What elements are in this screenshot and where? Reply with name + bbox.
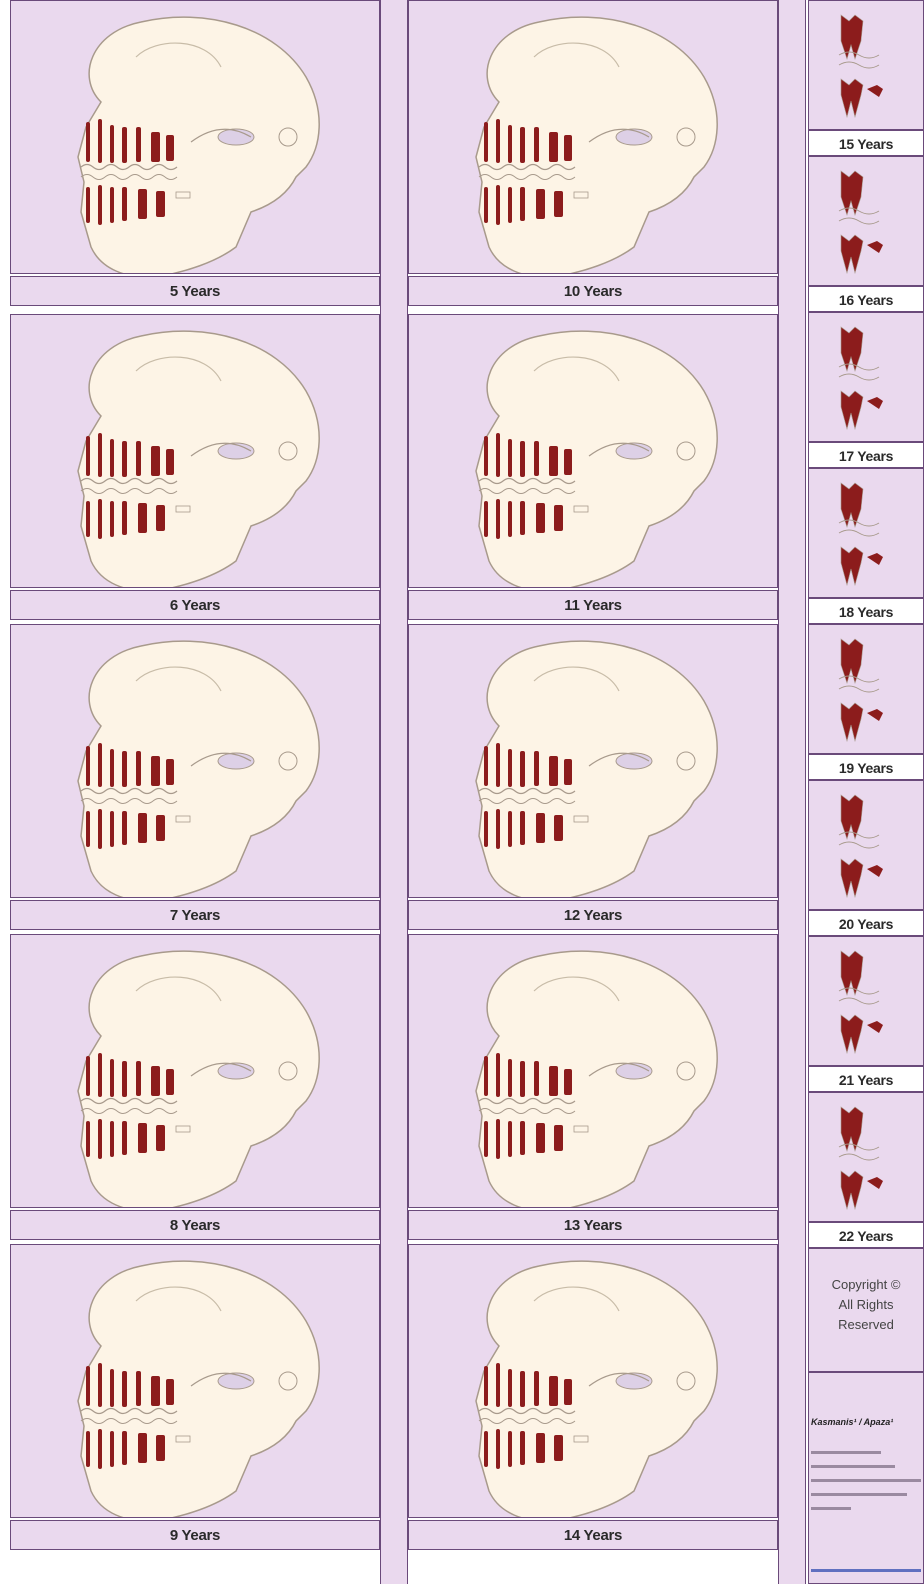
age-label: 15 Years <box>808 130 924 156</box>
tooth-diagram <box>808 312 924 442</box>
tooth-diagram <box>808 780 924 910</box>
credits-title: Kasmanis¹ / Apaza¹ <box>811 1417 893 1427</box>
age-label: 16 Years <box>808 286 924 312</box>
credits-panel: Kasmanis¹ / Apaza¹ <box>808 1372 924 1584</box>
skull-diagram <box>10 624 380 898</box>
copyright-line-3: Reserved <box>809 1315 923 1335</box>
age-label: 22 Years <box>808 1222 924 1248</box>
credits-affiliation-line <box>811 1465 895 1468</box>
age-label: 8 Years <box>10 1210 380 1240</box>
age-label: 18 Years <box>808 598 924 624</box>
skull-diagram <box>408 1244 778 1518</box>
skull-diagram <box>408 314 778 588</box>
tooth-diagram <box>808 156 924 286</box>
copyright-line-1: Copyright © <box>809 1275 923 1295</box>
column-divider <box>778 0 806 1584</box>
skull-diagram <box>10 934 380 1208</box>
age-label: 13 Years <box>408 1210 778 1240</box>
column-divider <box>380 0 408 1584</box>
copyright-line-2: All Rights <box>809 1295 923 1315</box>
age-label: 5 Years <box>10 276 380 306</box>
tooth-diagram <box>808 468 924 598</box>
skull-diagram <box>10 0 380 274</box>
age-label: 11 Years <box>408 590 778 620</box>
age-label: 17 Years <box>808 442 924 468</box>
tooth-diagram <box>808 0 924 130</box>
skull-diagram <box>10 314 380 588</box>
skull-diagram <box>10 1244 380 1518</box>
credits-affiliation-line <box>811 1493 907 1496</box>
age-label: 12 Years <box>408 900 778 930</box>
credits-affiliation-line <box>811 1507 851 1510</box>
credits-affiliation-line <box>811 1479 921 1482</box>
skull-diagram <box>408 934 778 1208</box>
tooth-diagram <box>808 624 924 754</box>
skull-diagram <box>408 0 778 274</box>
age-label: 21 Years <box>808 1066 924 1092</box>
skull-diagram <box>408 624 778 898</box>
credits-affiliation-line <box>811 1451 881 1454</box>
age-label: 20 Years <box>808 910 924 936</box>
age-label: 7 Years <box>10 900 380 930</box>
age-label: 14 Years <box>408 1520 778 1550</box>
copyright-notice: Copyright © All Rights Reserved <box>808 1248 924 1372</box>
credits-link[interactable] <box>811 1569 921 1572</box>
age-label: 6 Years <box>10 590 380 620</box>
age-label: 19 Years <box>808 754 924 780</box>
tooth-diagram <box>808 1092 924 1222</box>
age-label: 9 Years <box>10 1520 380 1550</box>
age-label: 10 Years <box>408 276 778 306</box>
tooth-diagram <box>808 936 924 1066</box>
